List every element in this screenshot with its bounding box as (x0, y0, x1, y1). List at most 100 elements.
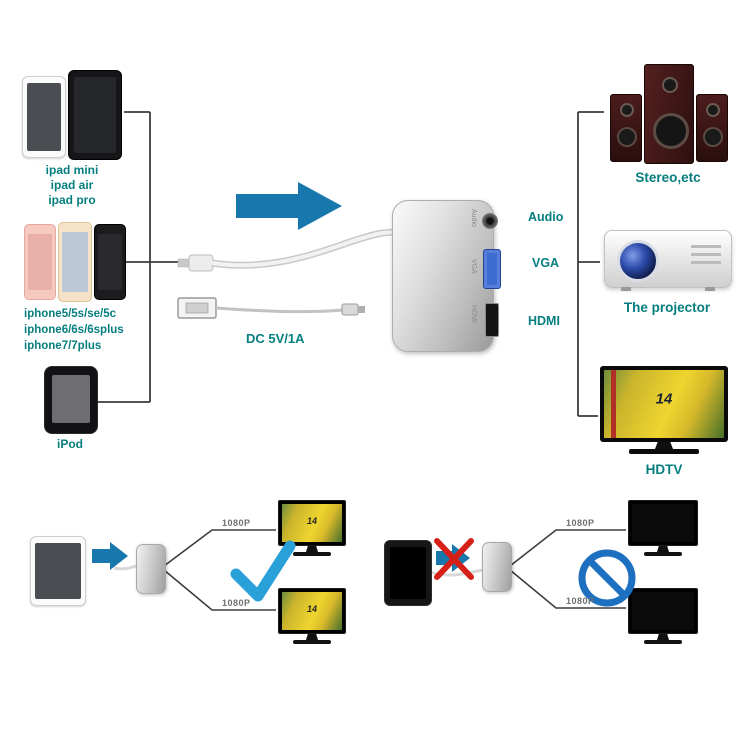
source-tablet-black-icon (384, 540, 432, 606)
resolution-label: 1080P (566, 596, 595, 606)
speaker-driver (703, 127, 723, 147)
unsupported-cable-icon (429, 568, 483, 577)
monitor-stand-neck (657, 634, 669, 640)
flow-arrow-small-icon (436, 544, 470, 572)
speaker-right (696, 94, 728, 162)
monitor-frame (628, 588, 698, 634)
hdtv-screen-detail (611, 370, 616, 438)
monitor-on-icon: 14 (278, 588, 346, 644)
supported-scenario-lines (163, 529, 276, 611)
ipad-labels: ipad mini ipad air ipad pro (16, 163, 128, 208)
ipod-screen (52, 375, 90, 423)
stereo-speakers-icon (610, 64, 728, 164)
flow-arrow-icon (236, 182, 342, 230)
speaker-left (610, 94, 642, 162)
iphone-group (24, 220, 126, 304)
ipad-mini-label: ipad mini (45, 163, 99, 177)
stereo-label: Stereo,etc (635, 170, 701, 185)
iphone-labels: iphone5/5s/se/5c iphone6/6s/6splus iphon… (24, 306, 154, 354)
monitor-screen-off (632, 504, 694, 542)
supported-cable-icon (113, 564, 137, 571)
hdmi-port-icon (485, 303, 499, 337)
speaker-center (644, 64, 694, 164)
iphone-gold-icon (58, 222, 92, 302)
monitor-stand-base (293, 640, 331, 644)
iphone-rose-screen (28, 234, 52, 290)
resolution-label: 1080P (566, 518, 595, 528)
speaker-woofer (653, 113, 689, 149)
ipad-group (20, 70, 124, 162)
monitor-stand-neck (306, 546, 318, 552)
projector-vent (691, 245, 721, 248)
vga-port-icon (483, 249, 501, 289)
hdtv-label: HDTV (645, 462, 683, 477)
hub-vga-print: VGA (470, 259, 477, 274)
ipad-black-screen (74, 77, 116, 153)
monitor-screen-off (632, 592, 694, 630)
iphone-black-icon (94, 224, 126, 300)
hdmi-port-label: HDMI (528, 314, 560, 328)
speaker-driver (620, 103, 634, 117)
monitor-stand-neck (306, 634, 318, 640)
iphone-rose-icon (24, 224, 56, 300)
ipad-air-label: ipad air (50, 178, 94, 192)
hdtv-screen: 14 (604, 370, 724, 438)
ipod-icon (44, 366, 98, 434)
ipad-black-icon (68, 70, 122, 160)
iphone-gold-screen (62, 232, 88, 292)
flow-arrow-small-icon (92, 542, 128, 570)
adapter-hub: Audio VGA HDMI (392, 200, 501, 352)
audio-port-label: Audio (528, 210, 564, 224)
resolution-label: 1080P (222, 598, 251, 608)
ipad-pro-label: ipad pro (48, 193, 96, 207)
monitor-on-icon: 14 (278, 500, 346, 556)
monitor-screen: 14 (282, 592, 342, 630)
hdtv-stand-base (629, 449, 699, 454)
vga-port-label: VGA (532, 256, 560, 270)
ipod-label: iPod (57, 437, 83, 451)
power-label: DC 5V/1A (246, 331, 305, 346)
ipad-white-icon (22, 76, 66, 158)
monitor-jersey-number: 14 (306, 516, 318, 527)
source-tablet-photo-icon (30, 536, 86, 606)
adapter-small-icon (482, 542, 512, 592)
resolution-label: 1080P (222, 518, 251, 528)
projector-vent (691, 253, 721, 256)
hub-hdmi-print: HDMI (470, 305, 477, 323)
monitor-frame (628, 500, 698, 546)
monitor-stand-base (644, 640, 682, 644)
monitor-stand-base (293, 552, 331, 556)
hdtv-icon: 14 (600, 366, 728, 454)
monitor-frame: 14 (278, 588, 346, 634)
source-tablet-screen (35, 543, 81, 599)
projector-label: The projector (623, 300, 711, 315)
red-cross-icon (434, 538, 474, 580)
speaker-driver (617, 127, 637, 147)
iphone7-label: iphone7/7plus (24, 340, 102, 352)
monitor-stand-neck (657, 546, 669, 552)
speaker-tweeter (662, 77, 678, 93)
audio-port-icon (482, 213, 498, 229)
iphone5-label: iphone5/5s/se/5c (24, 308, 117, 320)
iphone6-label: iphone6/6s/6splus (24, 324, 124, 336)
projector-icon (604, 230, 732, 294)
speaker-driver (706, 103, 720, 117)
projector-lens (617, 240, 659, 282)
usb-power-cable-icon (177, 297, 365, 319)
projector-foot (621, 287, 631, 291)
projector-vent (691, 261, 721, 264)
lightning-cable-icon (177, 228, 406, 272)
adapter-small-icon (136, 544, 166, 594)
hub-audio-print: Audio (470, 209, 477, 227)
source-tablet-black-screen (390, 547, 426, 599)
projector-body (604, 230, 732, 291)
hdtv-frame: 14 (600, 366, 728, 442)
iphone-black-screen (98, 234, 122, 290)
monitor-stand-base (644, 552, 682, 556)
monitor-off-icon (628, 588, 698, 644)
projector-foot (705, 287, 715, 291)
monitor-screen: 14 (282, 504, 342, 542)
monitor-frame: 14 (278, 500, 346, 546)
hdtv-stand-neck (655, 442, 673, 449)
